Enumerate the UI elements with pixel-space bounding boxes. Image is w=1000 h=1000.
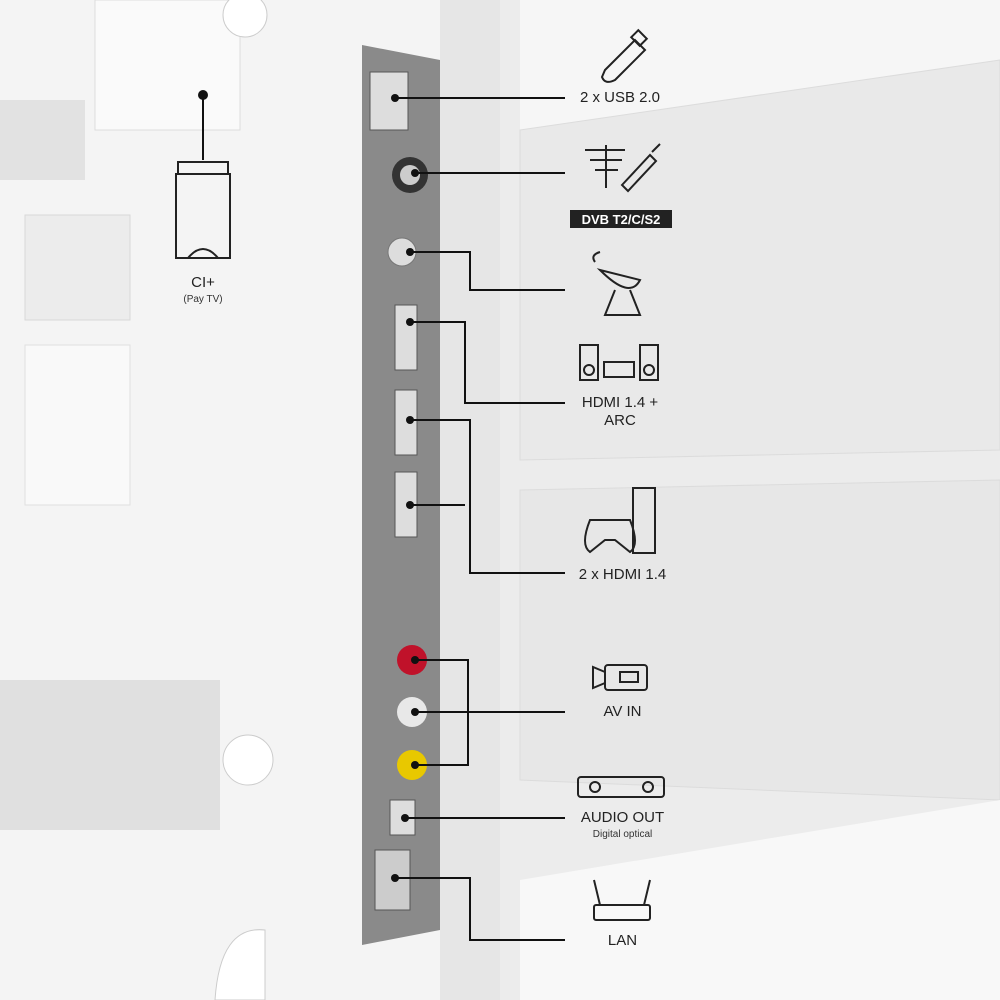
hdmi-arc-label: HDMI 1.4 + — [581, 394, 659, 411]
vent-grille — [0, 100, 85, 180]
dvb-logo — [570, 210, 672, 228]
av-in-label: AV IN — [603, 703, 642, 720]
leader-lines — [202, 95, 565, 941]
satellite-dish-icon — [592, 251, 642, 316]
router-icon — [593, 879, 651, 921]
hdmi-port-1 — [394, 304, 418, 371]
speakers-soundbar-icon — [579, 344, 659, 381]
audio-device-icon — [577, 776, 665, 798]
hdmi-label: 2 x HDMI 1.4 — [578, 566, 667, 583]
usb-port — [369, 71, 409, 131]
ci-sublabel: (Pay TV) — [183, 294, 223, 305]
ci-card-icon — [175, 161, 231, 259]
hdmi-arc-label-2: ARC — [604, 412, 636, 429]
label-plate — [24, 344, 131, 506]
svg-text:DVB T2/C/S2: DVB T2/C/S2 — [582, 212, 661, 227]
audio-out-sublabel: Digital optical — [592, 829, 653, 840]
usb-stick-icon — [600, 28, 649, 83]
hdmi-port-2 — [394, 389, 418, 456]
speaker-grille — [0, 680, 220, 830]
lan-label: LAN — [607, 932, 638, 949]
usb-label: 2 x USB 2.0 — [579, 89, 661, 106]
antenna-cable-icon — [585, 143, 661, 193]
caution-label — [24, 214, 131, 321]
ci-label: CI+ — [191, 274, 215, 291]
audio-out-label: AUDIO OUT — [580, 809, 665, 826]
camcorder-icon — [592, 664, 648, 691]
gamepad-console-icon — [584, 487, 656, 554]
ci-slot — [94, 0, 241, 131]
